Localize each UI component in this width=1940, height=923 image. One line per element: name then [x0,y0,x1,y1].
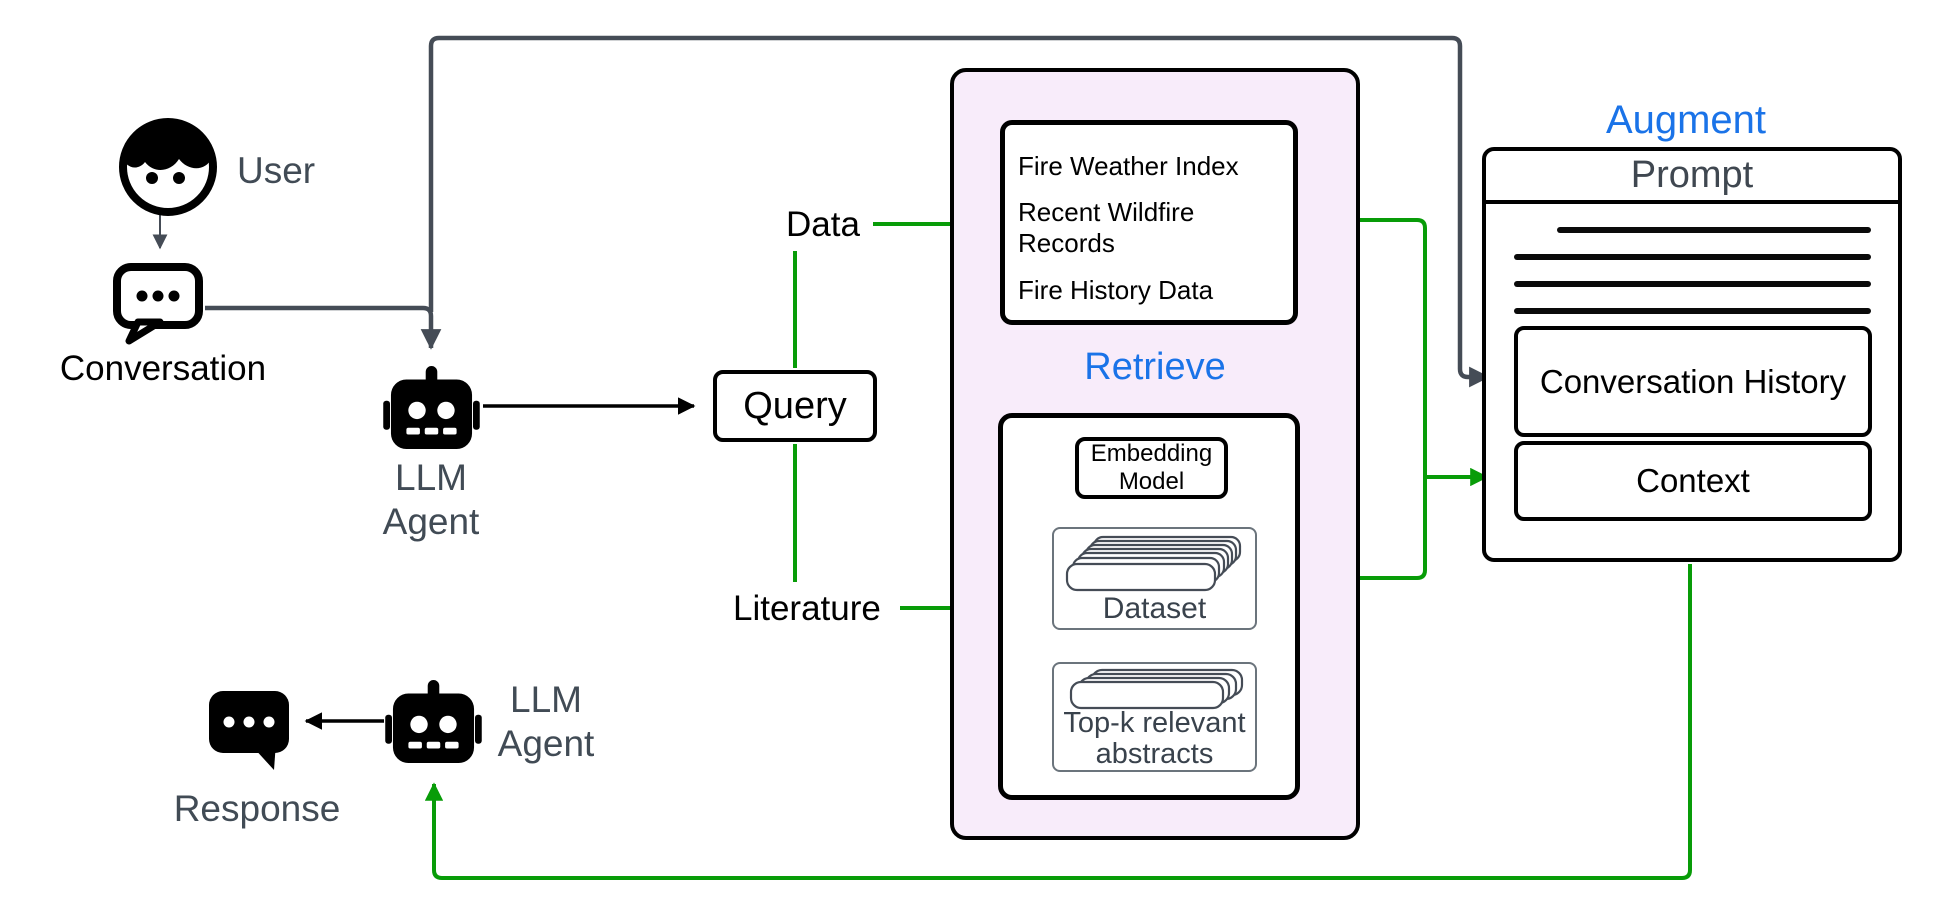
data-label: Data [786,205,860,244]
topk-label: Top-k relevant abstracts [1063,707,1246,770]
llm-agent-top-label: LLM Agent [382,457,480,542]
data-source-item: Recent Wildfire Records [1018,197,1195,258]
topk-stack-icon [1069,668,1244,710]
conversation-history-label: Conversation History [1539,362,1847,400]
query-label: Query [743,384,847,427]
embedding-model-box: Embedding Model [1075,437,1228,499]
literature-label: Literature [733,589,881,628]
context-label: Context [1636,462,1750,499]
conversation-history-box: Conversation History [1514,326,1872,437]
prompt-box: Prompt Conversation History Context [1482,147,1902,562]
response-icon [209,691,289,770]
conversation-icon [113,263,203,345]
prompt-to-agent-arrow [424,564,1692,880]
prompt-text-line [1514,308,1871,314]
prompt-text-line [1514,254,1871,260]
query-box: Query [713,370,877,442]
llm-agent-bottom-label: LLM Agent [497,679,595,764]
conversation-label: Conversation [59,349,267,388]
user-icon [119,118,217,216]
retrieve-title: Retrieve [1084,346,1226,388]
context-box: Context [1514,441,1872,521]
data-source-item: Fire History Data [1018,274,1214,305]
user-label: User [237,150,316,191]
data-sources-box: Fire Weather Index Recent Wildfire Recor… [1000,120,1298,325]
llm-agent-icon-bottom [385,680,482,763]
conversation-to-agent-arrow [205,305,442,350]
embedding-model-label: Embedding Model [1090,440,1213,495]
topk-box: Top-k relevant abstracts [1052,662,1257,772]
dataset-stack-icon [1065,535,1242,592]
dataset-label: Dataset [1102,592,1207,625]
conversation-to-prompt-history-arrow [428,35,1490,388]
dataset-box: Dataset [1052,527,1257,630]
prompt-text-line [1514,281,1871,287]
llm-agent-icon-top [383,366,480,449]
prompt-text-line [1557,227,1871,233]
retrieval-merge-line [1301,218,1427,580]
response-label: Response [173,788,341,829]
augment-title: Augment [1605,98,1767,142]
data-source-item: Fire Weather Index [1018,150,1239,181]
prompt-title: Prompt [1486,151,1898,204]
